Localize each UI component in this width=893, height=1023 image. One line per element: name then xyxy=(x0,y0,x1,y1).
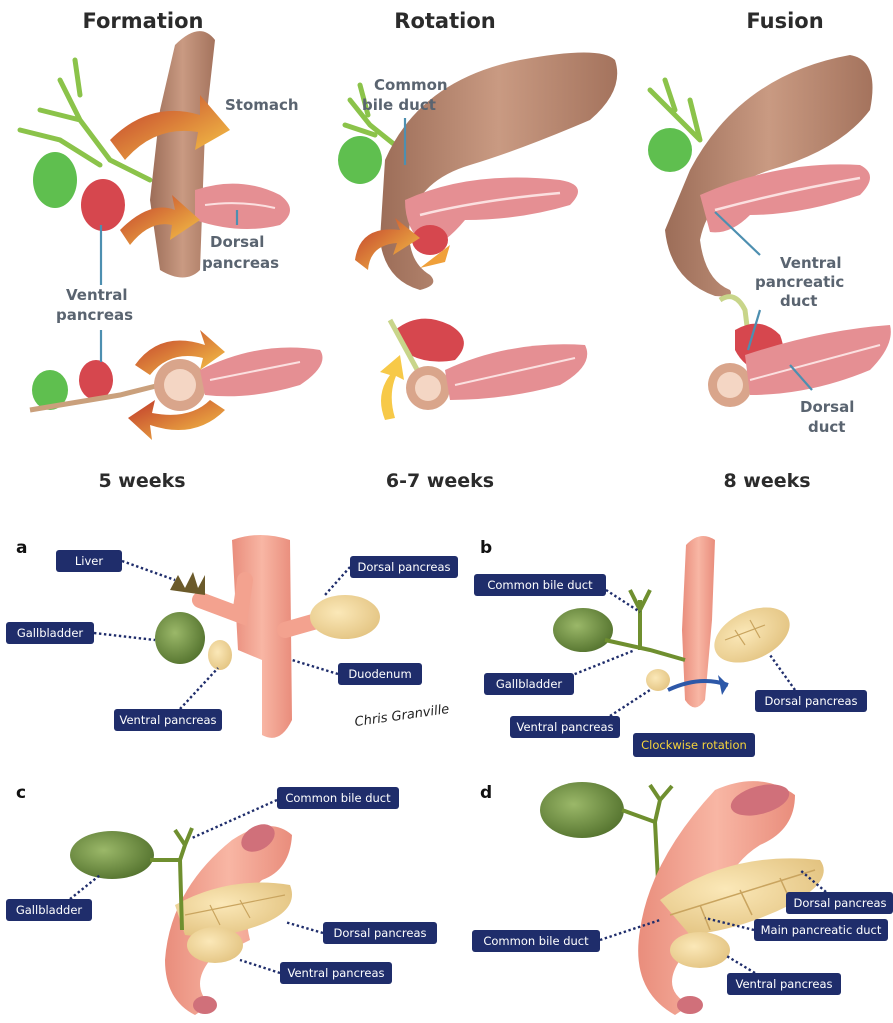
label-dorsal-pancreas-top-1: Dorsal xyxy=(210,233,264,251)
svg-text:Ventral pancreas: Ventral pancreas xyxy=(119,713,216,727)
label-common-bile-duct-top-2: bile duct xyxy=(362,96,436,114)
svg-text:Gallbladder: Gallbladder xyxy=(16,903,83,917)
panel-letter-b: b xyxy=(480,538,492,558)
label-duodenum: Duodenum xyxy=(292,660,422,685)
label-dorsal-pancreas-a: Dorsal pancreas xyxy=(325,556,458,595)
label-ventral-pancreatic-duct-3: duct xyxy=(780,292,817,310)
panel-b-illustration xyxy=(553,536,798,708)
svg-text:Common bile duct: Common bile duct xyxy=(285,791,391,805)
svg-text:Liver: Liver xyxy=(75,554,103,568)
panel-letter-d: d xyxy=(480,783,492,803)
label-ventral-pancreas-c: Ventral pancreas xyxy=(240,960,392,984)
label-liver: Liver xyxy=(56,550,175,580)
svg-text:Dorsal pancreas: Dorsal pancreas xyxy=(357,560,450,574)
week-label-6-7: 6-7 weeks xyxy=(386,470,494,492)
panel-a-illustration xyxy=(155,535,380,738)
formation-illustration xyxy=(20,31,323,440)
label-ventral-pancreas-d: Ventral pancreas xyxy=(725,955,841,995)
label-common-bile-duct-b: Common bile duct xyxy=(474,574,640,612)
label-ventral-pancreatic-duct-2: pancreatic xyxy=(755,273,844,291)
label-dorsal-pancreas-top-2: pancreas xyxy=(202,254,279,272)
svg-text:Ventral pancreas: Ventral pancreas xyxy=(516,720,613,734)
label-dorsal-pancreas-c: Dorsal pancreas xyxy=(285,922,437,944)
panel-letter-c: c xyxy=(16,783,26,803)
label-ventral-pancreatic-duct-1: Ventral xyxy=(780,254,841,272)
week-label-5: 5 weeks xyxy=(98,470,185,492)
label-common-bile-duct-top-1: Common xyxy=(374,76,448,94)
panel-c-illustration xyxy=(70,819,292,1015)
svg-text:Common bile duct: Common bile duct xyxy=(483,934,589,948)
svg-text:Ventral pancreas: Ventral pancreas xyxy=(287,966,384,980)
label-gallbladder-a: Gallbladder xyxy=(6,622,155,644)
label-common-bile-duct-c: Common bile duct xyxy=(192,787,399,838)
svg-text:Duodenum: Duodenum xyxy=(348,667,411,681)
label-gallbladder-b: Gallbladder xyxy=(484,650,635,695)
svg-text:Main pancreatic duct: Main pancreatic duct xyxy=(761,923,882,937)
fusion-illustration xyxy=(648,55,891,407)
label-dorsal-duct-2: duct xyxy=(808,418,845,436)
svg-text:Common bile duct: Common bile duct xyxy=(487,578,593,592)
label-common-bile-duct-d: Common bile duct xyxy=(472,920,660,952)
label-dorsal-pancreas-b: Dorsal pancreas xyxy=(755,655,867,712)
header-rotation: Rotation xyxy=(394,9,495,33)
header-formation: Formation xyxy=(83,9,204,33)
week-label-8: 8 weeks xyxy=(723,470,810,492)
svg-text:Clockwise rotation: Clockwise rotation xyxy=(641,738,747,752)
label-dorsal-duct-1: Dorsal xyxy=(800,398,854,416)
svg-text:Dorsal pancreas: Dorsal pancreas xyxy=(764,694,857,708)
svg-text:Gallbladder: Gallbladder xyxy=(17,626,84,640)
artist-signature: Chris Granville xyxy=(354,702,451,730)
svg-text:Dorsal pancreas: Dorsal pancreas xyxy=(333,926,426,940)
svg-text:Dorsal pancreas: Dorsal pancreas xyxy=(793,896,886,910)
label-ventral-pancreas-top-2: pancreas xyxy=(56,306,133,324)
label-stomach: Stomach xyxy=(225,96,299,114)
label-ventral-pancreas-a: Ventral pancreas xyxy=(114,668,222,731)
label-ventral-pancreas-top-1: Ventral xyxy=(66,286,127,304)
label-clockwise-rotation: Clockwise rotation xyxy=(633,733,755,757)
label-gallbladder-c: Gallbladder xyxy=(6,875,100,921)
svg-text:Ventral pancreas: Ventral pancreas xyxy=(735,977,832,991)
header-fusion: Fusion xyxy=(746,9,823,33)
label-ventral-pancreas-b: Ventral pancreas xyxy=(510,690,650,738)
svg-text:Gallbladder: Gallbladder xyxy=(496,677,563,691)
panel-letter-a: a xyxy=(16,538,27,558)
